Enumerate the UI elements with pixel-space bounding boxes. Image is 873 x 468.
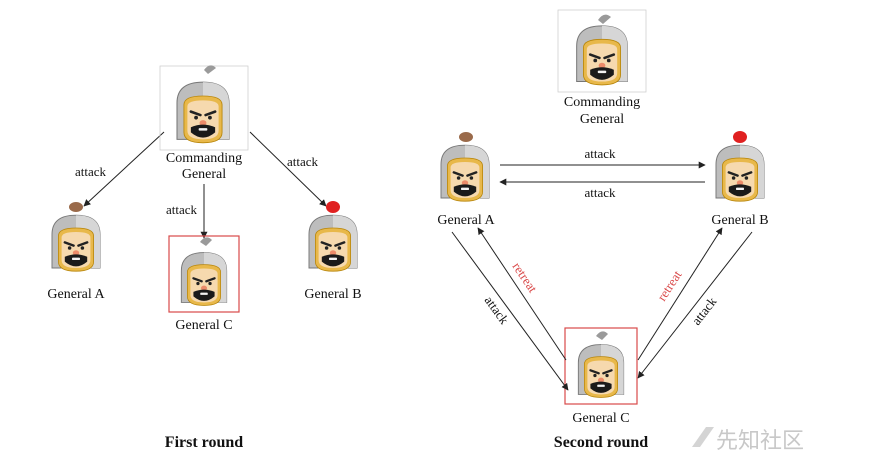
edge-label-c-to-b: retreat: [654, 267, 685, 303]
knight-icon: [577, 343, 625, 399]
knight-icon: [714, 143, 766, 203]
commanding-label-r1-line1: Commanding: [166, 151, 242, 166]
commanding-label-r1-line2: General: [182, 167, 226, 182]
watermark-logo-icon: [692, 427, 714, 447]
edge-line-commander-to-b-r1: [249, 131, 327, 207]
plume-red-icon: [326, 201, 340, 213]
plume-red-icon: [733, 131, 747, 143]
knight-icon: [50, 213, 102, 273]
edge-label-c-to-a: retreat: [510, 259, 541, 295]
general-b-r2: [714, 131, 766, 203]
edge-label-commander-to-c-r1: attack: [166, 202, 198, 217]
plume-brown-icon: [459, 132, 473, 142]
general-a-label-r2: General A: [437, 213, 495, 228]
commanding-label-r2-line2: General: [580, 112, 624, 127]
commanding-label-r2-line1: Commanding: [564, 95, 640, 110]
second-round-title: Second round: [554, 434, 649, 451]
edge-label-b-to-c: attack: [689, 294, 720, 328]
edge-label-a-to-c: attack: [482, 293, 513, 327]
general-a-r2: [439, 132, 491, 203]
general-b-label-r2: General B: [711, 213, 768, 228]
plume-grey-icon: [204, 65, 216, 74]
general-b-label-r1: General B: [304, 287, 361, 302]
general-c-r2: [564, 327, 638, 405]
commanding-general-r2: [557, 9, 647, 93]
knight-icon: [307, 213, 359, 273]
plume-grey-icon: [596, 331, 608, 340]
edge-line-c-to-b: [637, 227, 723, 361]
edge-line-a-to-c: [451, 231, 569, 391]
plume-grey-icon: [200, 237, 212, 246]
first-round-title: First round: [165, 434, 243, 451]
edge-line-b-to-c: [637, 231, 753, 379]
general-c-label-r2: General C: [572, 411, 629, 426]
traitor-highlight-box: [168, 235, 240, 313]
edge-label-commander-to-a-r1: attack: [75, 164, 107, 179]
knight-icon: [180, 251, 228, 307]
knight-icon: [439, 143, 491, 203]
edge-line-commander-to-a-r1: [83, 131, 165, 207]
general-c-r1: [168, 235, 240, 313]
plume-brown-icon: [69, 202, 83, 212]
watermark-text: 先知社区: [716, 429, 804, 454]
edge-line-c-to-a: [477, 227, 567, 361]
general-c-label-r1: General C: [175, 318, 232, 333]
general-b-r1: [307, 201, 359, 273]
watermark: 先知社区: [692, 427, 804, 454]
edge-label-a-to-b: attack: [584, 146, 616, 161]
knight-icon: [175, 80, 231, 145]
plume-grey-icon: [598, 14, 611, 24]
edge-label-commander-to-b-r1: attack: [287, 154, 319, 169]
general-a-r1: [50, 202, 102, 273]
general-a-label-r1: General A: [47, 287, 105, 302]
edge-label-b-to-a: attack: [584, 185, 616, 200]
traitor-highlight-box: [564, 327, 638, 405]
knight-icon: [575, 24, 629, 87]
commanding-general-r1: [159, 65, 249, 151]
